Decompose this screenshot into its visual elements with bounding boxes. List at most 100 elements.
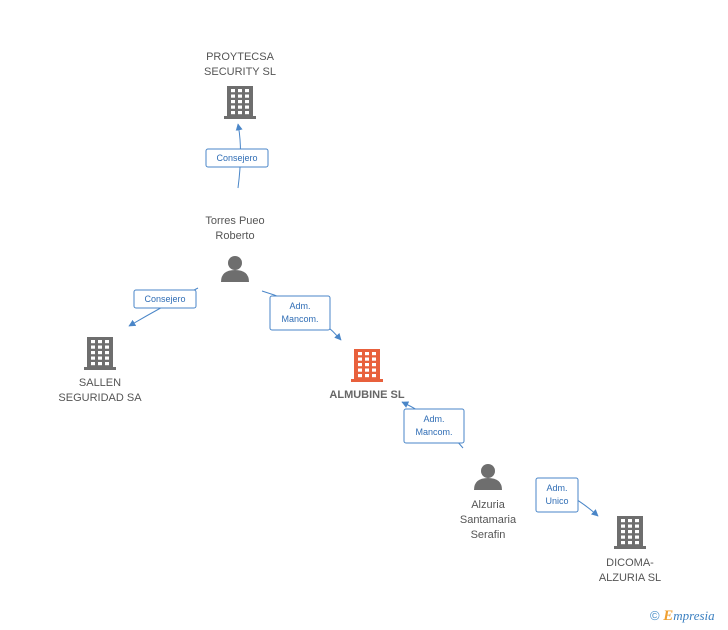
building-window: [105, 362, 109, 366]
person-icon[interactable]: [474, 464, 502, 490]
building-window: [231, 94, 235, 98]
building-window: [628, 519, 632, 523]
edge-label[interactable]: Adm. Mancom.: [403, 408, 465, 444]
building-window: [372, 363, 376, 367]
building-window: [358, 368, 362, 372]
edge-label-text: Unico: [545, 496, 568, 506]
building-window: [621, 519, 625, 523]
building-window: [98, 362, 102, 366]
edge-label-box: [535, 477, 579, 513]
building-window: [238, 89, 242, 93]
node-almubine[interactable]: ALMUBINE SL: [329, 349, 405, 401]
building-window: [231, 111, 235, 115]
building-window: [635, 541, 639, 545]
edge-label[interactable]: Adm.Unico: [535, 477, 579, 513]
node-label: SALLEN: [79, 377, 121, 389]
node-label: SEGURIDAD SA: [58, 392, 142, 404]
brand-initial: E: [663, 608, 674, 624]
edge-label-text: Adm.: [289, 301, 310, 311]
building-window: [628, 524, 632, 528]
building-window: [628, 541, 632, 545]
building-window: [245, 100, 249, 104]
building-window: [245, 89, 249, 93]
building-window: [105, 351, 109, 355]
building-window: [91, 340, 95, 344]
company-icon[interactable]: [84, 337, 116, 370]
edge-label-text: Adm.: [423, 414, 444, 424]
building-window: [91, 351, 95, 355]
building-window: [245, 94, 249, 98]
person-body: [474, 478, 502, 490]
building-window: [358, 357, 362, 361]
person-icon[interactable]: [221, 256, 249, 282]
company-icon[interactable]: [224, 86, 256, 119]
edge-label-text: Consejero: [216, 153, 257, 163]
building-window: [621, 541, 625, 545]
building-window: [358, 363, 362, 367]
building-window: [372, 352, 376, 356]
building-window: [358, 374, 362, 378]
building-window: [372, 374, 376, 378]
building-window: [231, 100, 235, 104]
edge-label[interactable]: Adm.Mancom.: [269, 295, 331, 331]
building-window: [231, 89, 235, 93]
building-window: [105, 345, 109, 349]
building-window: [635, 530, 639, 534]
building-window: [621, 535, 625, 539]
building-window: [365, 374, 369, 378]
building-window: [358, 352, 362, 356]
building-window: [91, 362, 95, 366]
building-window: [105, 356, 109, 360]
building-window: [98, 340, 102, 344]
building-window: [635, 519, 639, 523]
edge-torres-almubine: Adm.Mancom.: [261, 290, 342, 341]
building-window: [372, 357, 376, 361]
edge-label[interactable]: Consejero: [133, 289, 197, 309]
node-label: Torres Pueo: [205, 215, 264, 227]
edge-label[interactable]: Consejero: [205, 148, 269, 168]
empresia-watermark[interactable]: © Empresia: [650, 608, 715, 625]
node-label: ALMUBINE SL: [329, 389, 404, 401]
edge-alzuria-dicoma: Adm.Unico: [535, 477, 599, 517]
node-dicoma[interactable]: DICOMA- ALZURIA SL: [599, 516, 661, 584]
edge-torres-sallen: Consejero: [128, 287, 199, 327]
building-window: [635, 524, 639, 528]
node-label: Alzuria: [471, 499, 506, 511]
building-window: [621, 524, 625, 528]
building-window: [628, 535, 632, 539]
building-base: [84, 367, 116, 370]
building-window: [621, 530, 625, 534]
building-window: [628, 530, 632, 534]
copyright-symbol: ©: [650, 608, 660, 623]
building-window: [98, 356, 102, 360]
building-window: [365, 363, 369, 367]
node-label: ALZURIA SL: [599, 572, 661, 584]
building-window: [245, 105, 249, 109]
edge-label-box: [403, 408, 465, 444]
relationship-graph: ConsejeroConsejeroAdm.Mancom.Adm.Mancom.…: [58, 51, 661, 584]
company-icon[interactable]: [614, 516, 646, 549]
node-sallen[interactable]: SALLEN SEGURIDAD SA: [58, 337, 142, 404]
building-window: [238, 94, 242, 98]
node-label: Santamaria: [460, 514, 517, 526]
node-label: SECURITY SL: [204, 66, 276, 78]
main-company-icon[interactable]: [351, 349, 383, 382]
edge-label-text: Mancom.: [415, 427, 452, 437]
edge-alzuria-almubine: Adm. Mancom.: [401, 401, 465, 449]
building-window: [365, 368, 369, 372]
building-window: [245, 111, 249, 115]
edge-label-text: Consejero: [144, 294, 185, 304]
building-window: [365, 352, 369, 356]
building-window: [231, 105, 235, 109]
edge-torres-proytecsa: Consejero: [205, 123, 269, 189]
building-window: [91, 345, 95, 349]
edge-label-box: [133, 289, 197, 309]
node-label: DICOMA-: [606, 557, 654, 569]
building-window: [91, 356, 95, 360]
person-head: [481, 464, 495, 478]
building-window: [238, 111, 242, 115]
building-window: [238, 105, 242, 109]
